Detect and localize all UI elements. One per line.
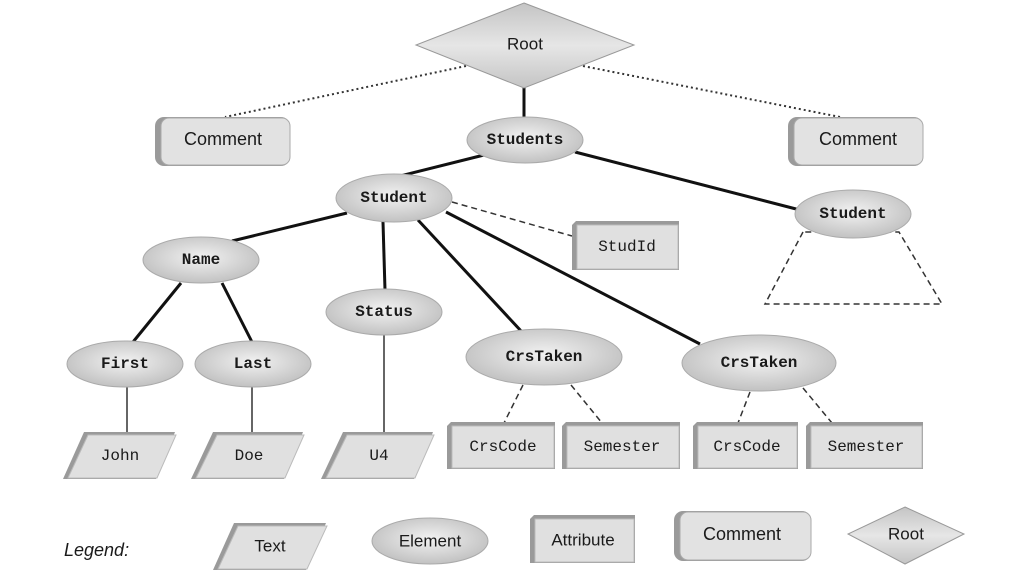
node-doe[interactable]: Doe [191, 432, 305, 479]
node-students-label: Students [487, 131, 564, 149]
edge-crstaken2-semester2 [802, 387, 833, 424]
node-crstaken-2[interactable]: CrsTaken [681, 334, 837, 392]
node-last[interactable]: Last [194, 340, 312, 388]
node-name-label: Name [182, 251, 220, 269]
edge-root-comment-right [582, 65, 841, 118]
legend-item-attribute: Attribute [530, 515, 635, 563]
edge-crstaken1-semester1 [570, 384, 603, 424]
node-semester-1-label: Semester [584, 438, 661, 456]
node-crscode-2-label: CrsCode [713, 438, 780, 456]
node-comment-left-label: Comment [184, 129, 262, 149]
node-crstaken-2-label: CrsTaken [721, 354, 798, 372]
legend-item-element: Element [371, 517, 489, 565]
node-comment-right-label: Comment [819, 129, 897, 149]
edge-name-last [220, 282, 254, 343]
legend-element-label: Element [399, 532, 462, 551]
node-u4[interactable]: U4 [321, 432, 435, 479]
edge-student1-name [231, 211, 348, 243]
legend-title: Legend: [64, 540, 129, 560]
node-status[interactable]: Status [325, 288, 443, 336]
edge-student1-studid [451, 201, 573, 237]
legend-root-label: Root [888, 525, 924, 544]
node-semester-1[interactable]: Semester [562, 422, 680, 469]
edge-students-student2 [574, 150, 801, 212]
node-students[interactable]: Students [466, 116, 584, 164]
node-student-1[interactable]: Student [335, 173, 453, 223]
edge-student1-crstaken1 [416, 218, 524, 334]
node-comment-right[interactable]: Comment [788, 117, 924, 166]
node-doe-label: Doe [235, 447, 264, 465]
node-u4-label: U4 [369, 447, 388, 465]
node-student-1-label: Student [360, 189, 427, 207]
legend-item-root: Root [846, 506, 966, 565]
node-crscode-1[interactable]: CrsCode [447, 422, 555, 469]
node-john-label: John [101, 447, 139, 465]
node-first[interactable]: First [66, 340, 184, 388]
node-studid-label: StudId [598, 238, 656, 256]
node-crstaken-1[interactable]: CrsTaken [465, 328, 623, 386]
node-root[interactable]: Root [414, 2, 636, 89]
node-semester-2[interactable]: Semester [806, 422, 923, 469]
node-name[interactable]: Name [142, 236, 260, 284]
edge-crstaken1-crscode1 [503, 384, 524, 424]
node-crstaken-1-label: CrsTaken [506, 348, 583, 366]
edge-root-comment-left [224, 65, 467, 118]
legend-item-comment: Comment [674, 511, 812, 561]
legend-text-label: Text [254, 537, 285, 556]
edge-student1-crstaken2 [445, 210, 701, 346]
edge-student1-status [381, 221, 387, 291]
legend: Legend: Text Element Attribute Comment R… [64, 506, 966, 570]
legend-comment-label: Comment [703, 524, 781, 544]
node-student-2-label: Student [819, 205, 886, 223]
node-comment-left[interactable]: Comment [155, 117, 291, 166]
node-crscode-1-label: CrsCode [469, 438, 536, 456]
node-semester-2-label: Semester [828, 438, 905, 456]
node-root-label: Root [507, 35, 543, 54]
collapsed-subtree-triangle [763, 231, 944, 305]
node-student-2[interactable]: Student [794, 189, 912, 239]
node-last-label: Last [234, 355, 272, 373]
node-crscode-2[interactable]: CrsCode [693, 422, 798, 469]
node-john[interactable]: John [63, 432, 177, 479]
edge-name-first [131, 282, 183, 343]
node-studid[interactable]: StudId [572, 221, 679, 270]
edge-crstaken2-crscode2 [737, 391, 751, 424]
legend-item-text: Text [213, 523, 328, 570]
node-first-label: First [101, 355, 149, 373]
legend-attribute-label: Attribute [551, 531, 614, 550]
node-status-label: Status [355, 303, 413, 321]
